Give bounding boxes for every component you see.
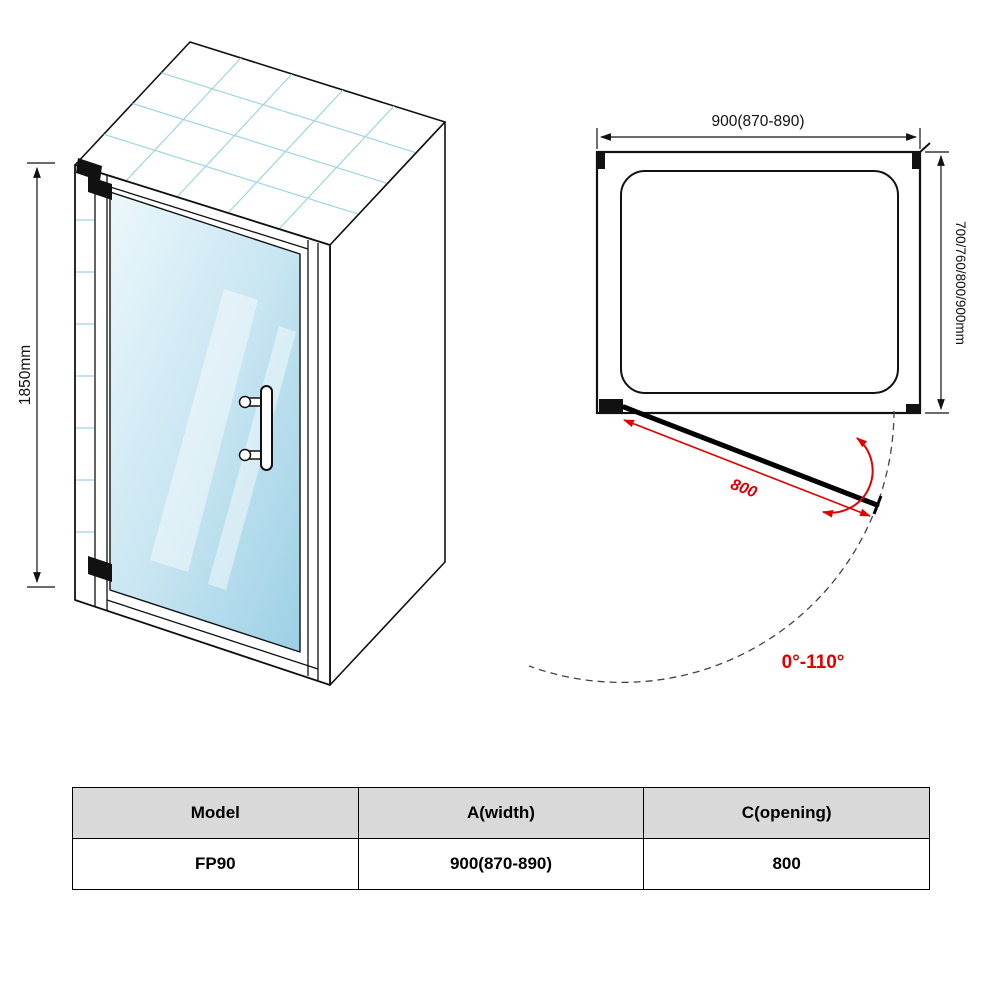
wall-profile-left — [598, 153, 605, 169]
top-hinge — [88, 176, 112, 200]
door-frame-lines — [94, 171, 319, 680]
width-dimension-label: 900(870-890) — [711, 113, 804, 130]
door-handle — [238, 385, 273, 471]
pivot-block — [599, 399, 623, 412]
height-dimension — [27, 162, 55, 588]
col-header-width: A(width) — [357, 787, 645, 839]
strike-block — [906, 404, 920, 414]
wall-profile-right — [912, 153, 919, 169]
spec-table-row: FP90 900(870-890) 800 — [72, 838, 930, 890]
wall-profile-tick — [918, 142, 931, 154]
opening-dimension-line — [622, 419, 872, 517]
cell-opening: 800 — [643, 838, 930, 890]
col-header-model: Model — [72, 787, 359, 839]
swing-arc — [528, 410, 895, 684]
col-header-opening: C(opening) — [643, 787, 930, 839]
spec-table: Model A(width) C(opening) FP90 900(870-8… — [72, 787, 930, 890]
plan-view: 800 0°-110° 900(870-890) 700/760/800/900… — [528, 113, 968, 684]
opening-dimension-label: 800 — [728, 476, 759, 501]
door-tip-cap — [872, 495, 883, 515]
tray-outline — [620, 170, 899, 394]
cell-width: 900(870-890) — [357, 838, 645, 890]
width-dimension — [596, 128, 921, 149]
depth-dimension — [925, 151, 949, 414]
top-pivot-bracket — [76, 158, 102, 181]
glass-door-panel — [109, 191, 301, 653]
wall-tick-marks — [76, 219, 94, 533]
depth-dimension-label: 700/760/800/900mm — [953, 221, 968, 345]
swing-angle-label: 0°-110° — [782, 652, 845, 673]
technical-drawing: 1850mm 800 0°-110° 900(870-890) 700/760/… — [17, 41, 968, 686]
perspective-view: 1850mm — [17, 41, 446, 686]
bottom-hinge — [88, 556, 112, 582]
tile-grid-icon — [103, 57, 417, 230]
spec-table-header-row: Model A(width) C(opening) — [72, 787, 930, 839]
height-dimension-label: 1850mm — [17, 345, 34, 405]
cell-model: FP90 — [72, 838, 359, 890]
